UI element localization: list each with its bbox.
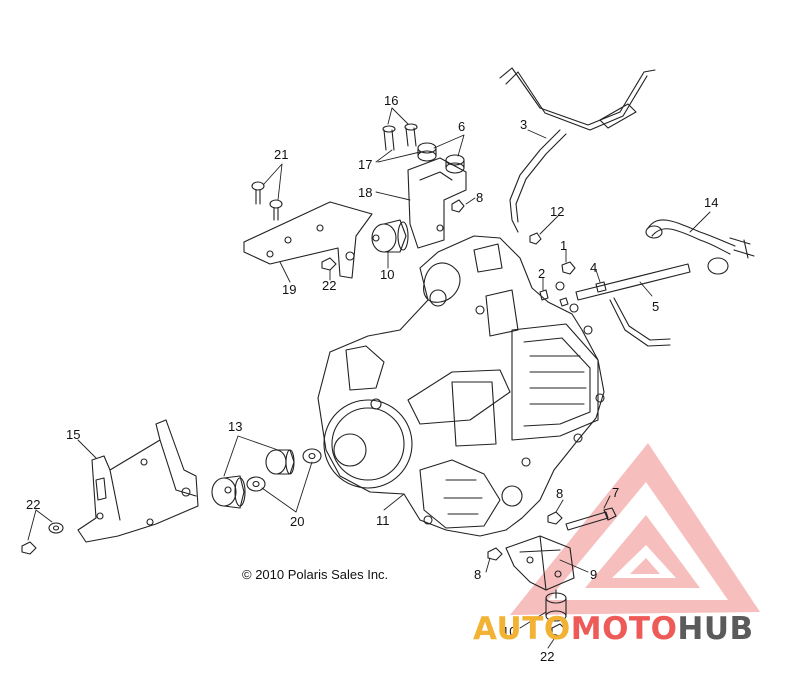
- part-10-isolator-upper: [371, 219, 409, 253]
- callout-19: 19: [282, 282, 297, 297]
- callout-5: 5: [652, 299, 660, 314]
- part-18-bracket: [407, 157, 467, 249]
- callout-8-lower: 8: [474, 567, 482, 582]
- callout-11: 11: [376, 513, 390, 528]
- callout-13: 13: [228, 419, 243, 434]
- part-3-line: [499, 67, 656, 233]
- callout-22-left: 22: [26, 497, 41, 512]
- callout-7: 7: [612, 485, 620, 500]
- callout-1: 1: [560, 238, 568, 253]
- part-19-bracket: [243, 201, 373, 279]
- part-12-nut: [529, 232, 542, 245]
- watermark-logo: [510, 443, 760, 615]
- callout-22-upper: 22: [322, 278, 337, 293]
- callout-3: 3: [520, 117, 528, 132]
- callout-2: 2: [538, 266, 546, 281]
- copyright-notice: © 2010 Polaris Sales Inc.: [242, 567, 389, 582]
- callout-21: 21: [274, 147, 289, 162]
- leader-lines: [27, 107, 711, 649]
- part-7-bolt: [565, 507, 617, 531]
- callout-8-mid: 8: [556, 486, 564, 501]
- watermark-wordmark: AUTOMOTOHUB: [473, 614, 754, 645]
- part-11-engine: [317, 235, 605, 537]
- callout-8-upper: 8: [476, 190, 484, 205]
- part-8-nut-upper: [451, 199, 465, 213]
- watermark-auto: AUTO: [473, 611, 571, 647]
- part-6-bushings: [417, 142, 465, 174]
- part-5-rod: [575, 263, 691, 347]
- part-13-20-isolators: [211, 448, 322, 509]
- part-22-nut-upper: [321, 257, 337, 271]
- part-16-17-bolts: [382, 123, 418, 151]
- callout-17: 17: [358, 157, 373, 172]
- part-21-bolts: [251, 181, 283, 221]
- watermark-moto: MOTO: [570, 611, 678, 647]
- callout-14: 14: [704, 195, 719, 210]
- part-22-nut-lower: [551, 623, 567, 637]
- part-9-bracket: [505, 535, 575, 591]
- callout-4: 4: [590, 260, 598, 275]
- small-fasteners: [539, 261, 607, 307]
- part-10-isolator-lower: [545, 589, 567, 622]
- callout-10-lower: 10: [502, 624, 517, 639]
- callout-10-upper: 10: [380, 267, 395, 282]
- callout-15: 15: [66, 427, 81, 442]
- part-8-nut-lower: [487, 511, 563, 561]
- callout-9: 9: [590, 567, 598, 582]
- part-15-bracket: [77, 419, 199, 543]
- callout-18: 18: [358, 185, 373, 200]
- watermark-hub: HUB: [677, 611, 754, 647]
- callout-22-lower: 22: [540, 649, 555, 664]
- callout-20: 20: [290, 514, 305, 529]
- callout-6: 6: [458, 119, 466, 134]
- part-14-hose: [645, 219, 755, 275]
- callout-16: 16: [384, 93, 399, 108]
- part-22-left: [21, 522, 64, 555]
- callout-12: 12: [550, 204, 565, 219]
